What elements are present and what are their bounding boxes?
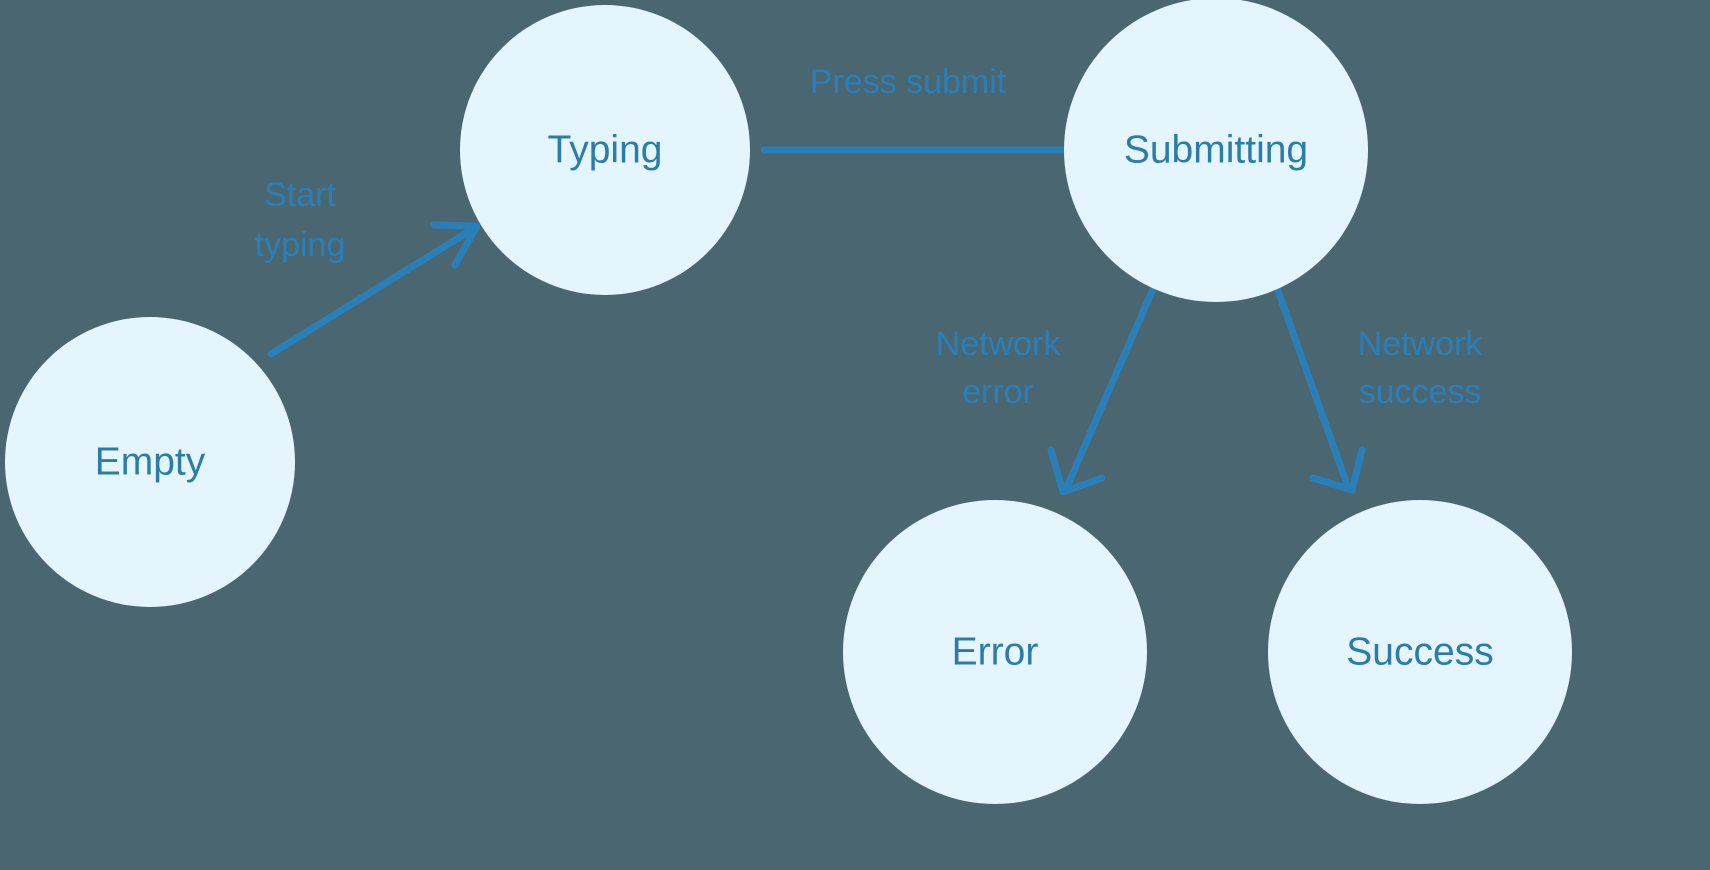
node-submitting-circle[interactable]: [1064, 0, 1368, 302]
edge-submitting-to-error: [1047, 285, 1157, 496]
edge-label-empty-to-typing-line2: typing: [255, 226, 346, 264]
node-typing-label: Typing: [548, 128, 663, 171]
node-empty[interactable]: Empty: [5, 317, 295, 607]
edge-label-submitting-to-error: Network error: [936, 325, 1062, 411]
edge-label-submitting-to-success-line2: success: [1359, 373, 1482, 411]
edge-submitting-to-success: [1273, 284, 1366, 494]
node-empty-label: Empty: [95, 440, 206, 483]
edge-submitting-to-error-arrowhead: [1047, 446, 1106, 496]
edge-label-submitting-to-error-line1: Network: [936, 325, 1062, 363]
edge-empty-to-typing-arrowhead: [430, 221, 481, 269]
edge-submitting-to-error-line: [1062, 285, 1157, 493]
edge-label-typing-to-submitting: Press submit: [810, 63, 1007, 101]
edge-label-empty-to-typing: Start typing: [255, 176, 346, 264]
node-empty-circle[interactable]: [5, 317, 295, 607]
edge-label-typing-to-submitting-line1: Press submit: [810, 63, 1007, 101]
node-typing[interactable]: Typing: [460, 5, 750, 295]
edge-submitting-to-success-arrowhead: [1309, 446, 1366, 494]
edge-label-submitting-to-success-line1: Network: [1358, 325, 1484, 363]
edge-empty-to-typing: [267, 221, 481, 358]
node-error[interactable]: Error: [843, 500, 1147, 804]
node-error-label: Error: [952, 630, 1039, 673]
node-error-circle[interactable]: [843, 500, 1147, 804]
node-success-circle[interactable]: [1268, 500, 1572, 804]
edge-submitting-to-success-line: [1273, 284, 1352, 491]
edge-label-submitting-to-error-line2: error: [962, 373, 1034, 411]
edge-label-empty-to-typing-line1: Start: [264, 176, 336, 214]
edge-empty-to-typing-line: [267, 228, 472, 358]
node-success[interactable]: Success: [1268, 500, 1572, 804]
node-success-label: Success: [1346, 630, 1493, 673]
node-submitting[interactable]: Submitting: [1064, 0, 1368, 302]
node-typing-circle[interactable]: [460, 5, 750, 295]
node-submitting-label: Submitting: [1124, 128, 1308, 171]
edge-label-submitting-to-success: Network success: [1358, 325, 1484, 411]
